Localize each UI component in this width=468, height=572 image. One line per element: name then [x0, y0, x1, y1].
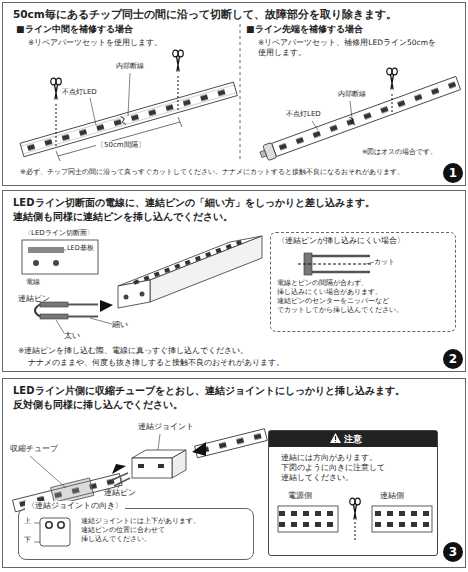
node-body: 連結側も同様に連結ピンを挿し込んでください。 — [13, 210, 233, 223]
note: ※図はオスの場合です。 — [362, 148, 437, 156]
node-heading: 1 — [443, 163, 463, 183]
section-heading: ■ライン先端を補修する場合 — [246, 24, 363, 36]
part-label: 内部断線 — [116, 62, 144, 71]
cross-section — [22, 240, 98, 274]
step-panel: LEDライン切断面の電線に、連結ピンの「細い方」をしっかりと差し込みます。連結側… — [2, 190, 466, 372]
node-heading: 2 — [443, 349, 463, 369]
part-label: 連結ピン — [18, 294, 50, 304]
part-label: 連結側 — [380, 491, 404, 501]
tape-end — [258, 68, 461, 162]
part-label: 連結ジョイント — [138, 422, 194, 432]
connector-pin — [35, 300, 113, 333]
part-label: 内部断線 — [338, 90, 366, 99]
part-label: 電源側 — [288, 491, 312, 501]
node-heading: LEDライン片側に収縮チューブをとおし、連結ジョイントにしっかりと挿し込みます。 — [13, 384, 405, 397]
part-label: 不点灯LED — [62, 88, 97, 97]
tape-middle — [20, 24, 240, 161]
section-heading: ■ライン中間を補修する場合 — [16, 24, 133, 36]
joint-orientation — [34, 518, 70, 546]
node-heading: 〈連結ジョイントの向き〉 — [25, 501, 125, 511]
callout-number: 1 — [443, 163, 463, 183]
part-label: カット — [374, 258, 395, 267]
callout-number: 2 — [443, 349, 463, 369]
node-body: 電線とピンの間隔が合わず、 挿し込みにくい場合があります。 連結ピンのセンターを… — [277, 279, 453, 315]
joint-assembly — [12, 429, 267, 515]
node-body: 連結には方向があります。 下図のように向きに注意して 連結してください。 — [281, 453, 427, 482]
node-body: 反対側も同様に挿し込んでください。 — [13, 398, 183, 411]
part-label: 細い — [112, 320, 128, 330]
node-heading: LEDライン切断面の電線に、連結ピンの「細い方」をしっかりと差し込みます。 — [13, 196, 375, 209]
note: ※連結ピンを挿し込む際、電線に真っすぐ挿し込んでください。 — [18, 346, 248, 356]
led-tape-perspective — [118, 236, 262, 308]
inset-title: 〈LEDライン切断面〉 — [24, 229, 94, 238]
direction-tapes — [278, 498, 432, 540]
orientation-box: 〈連結ジョイントの向き〉連結ジョイントには上下があります。 連結ピンの位置に合わ… — [18, 508, 254, 560]
node-heading: 3 — [443, 542, 463, 562]
note: ※必ず、チップ同士の間に沿って真っすぐカットしてください。ナナメにカットすると接… — [20, 168, 404, 177]
pin-cut — [298, 253, 374, 275]
part-label: 不点灯LED — [286, 110, 321, 119]
inset-box: 〈連結ピンが挿し込みにくい場合〉電線とピンの間隔が合わず、 挿し込みにくい場合が… — [270, 232, 456, 332]
part-label: 連結ピン — [104, 488, 136, 498]
node-heading: 〈連結ピンが挿し込みにくい場合〉 — [277, 236, 405, 246]
node-heading: 注意 — [269, 431, 437, 447]
part-label: LED基板 — [67, 244, 94, 252]
note: ナナメのままや、何度も抜き挿しすると接触不良のおそれがあります。 — [28, 358, 284, 368]
node-heading: 50cm毎にあるチップ同士の間に沿って切断して、故障部分を取り除きます。 — [13, 8, 397, 22]
dimension: 〔50cm間隔〕 — [96, 141, 146, 150]
note: ※リペアパーツセットを使用します。 — [28, 38, 162, 48]
node-body: 連結ジョイントには上下があります。 連結ピンの位置に合わせて 挿し込んでください… — [81, 517, 206, 544]
note: ※リペアパーツセット、補修用LEDライン50cmを使用します。 — [258, 38, 438, 58]
part-label: 上 — [24, 517, 31, 526]
part-label: 下 — [24, 536, 31, 545]
part-label: 電線 — [26, 278, 40, 286]
step-panel: LEDライン片側に収縮チューブをとおし、連結ジョイントにしっかりと挿し込みます。… — [2, 378, 466, 568]
callout-number: 3 — [443, 542, 463, 562]
part-label: 収縮チューブ — [10, 444, 58, 454]
part-label: 太い — [64, 331, 80, 341]
